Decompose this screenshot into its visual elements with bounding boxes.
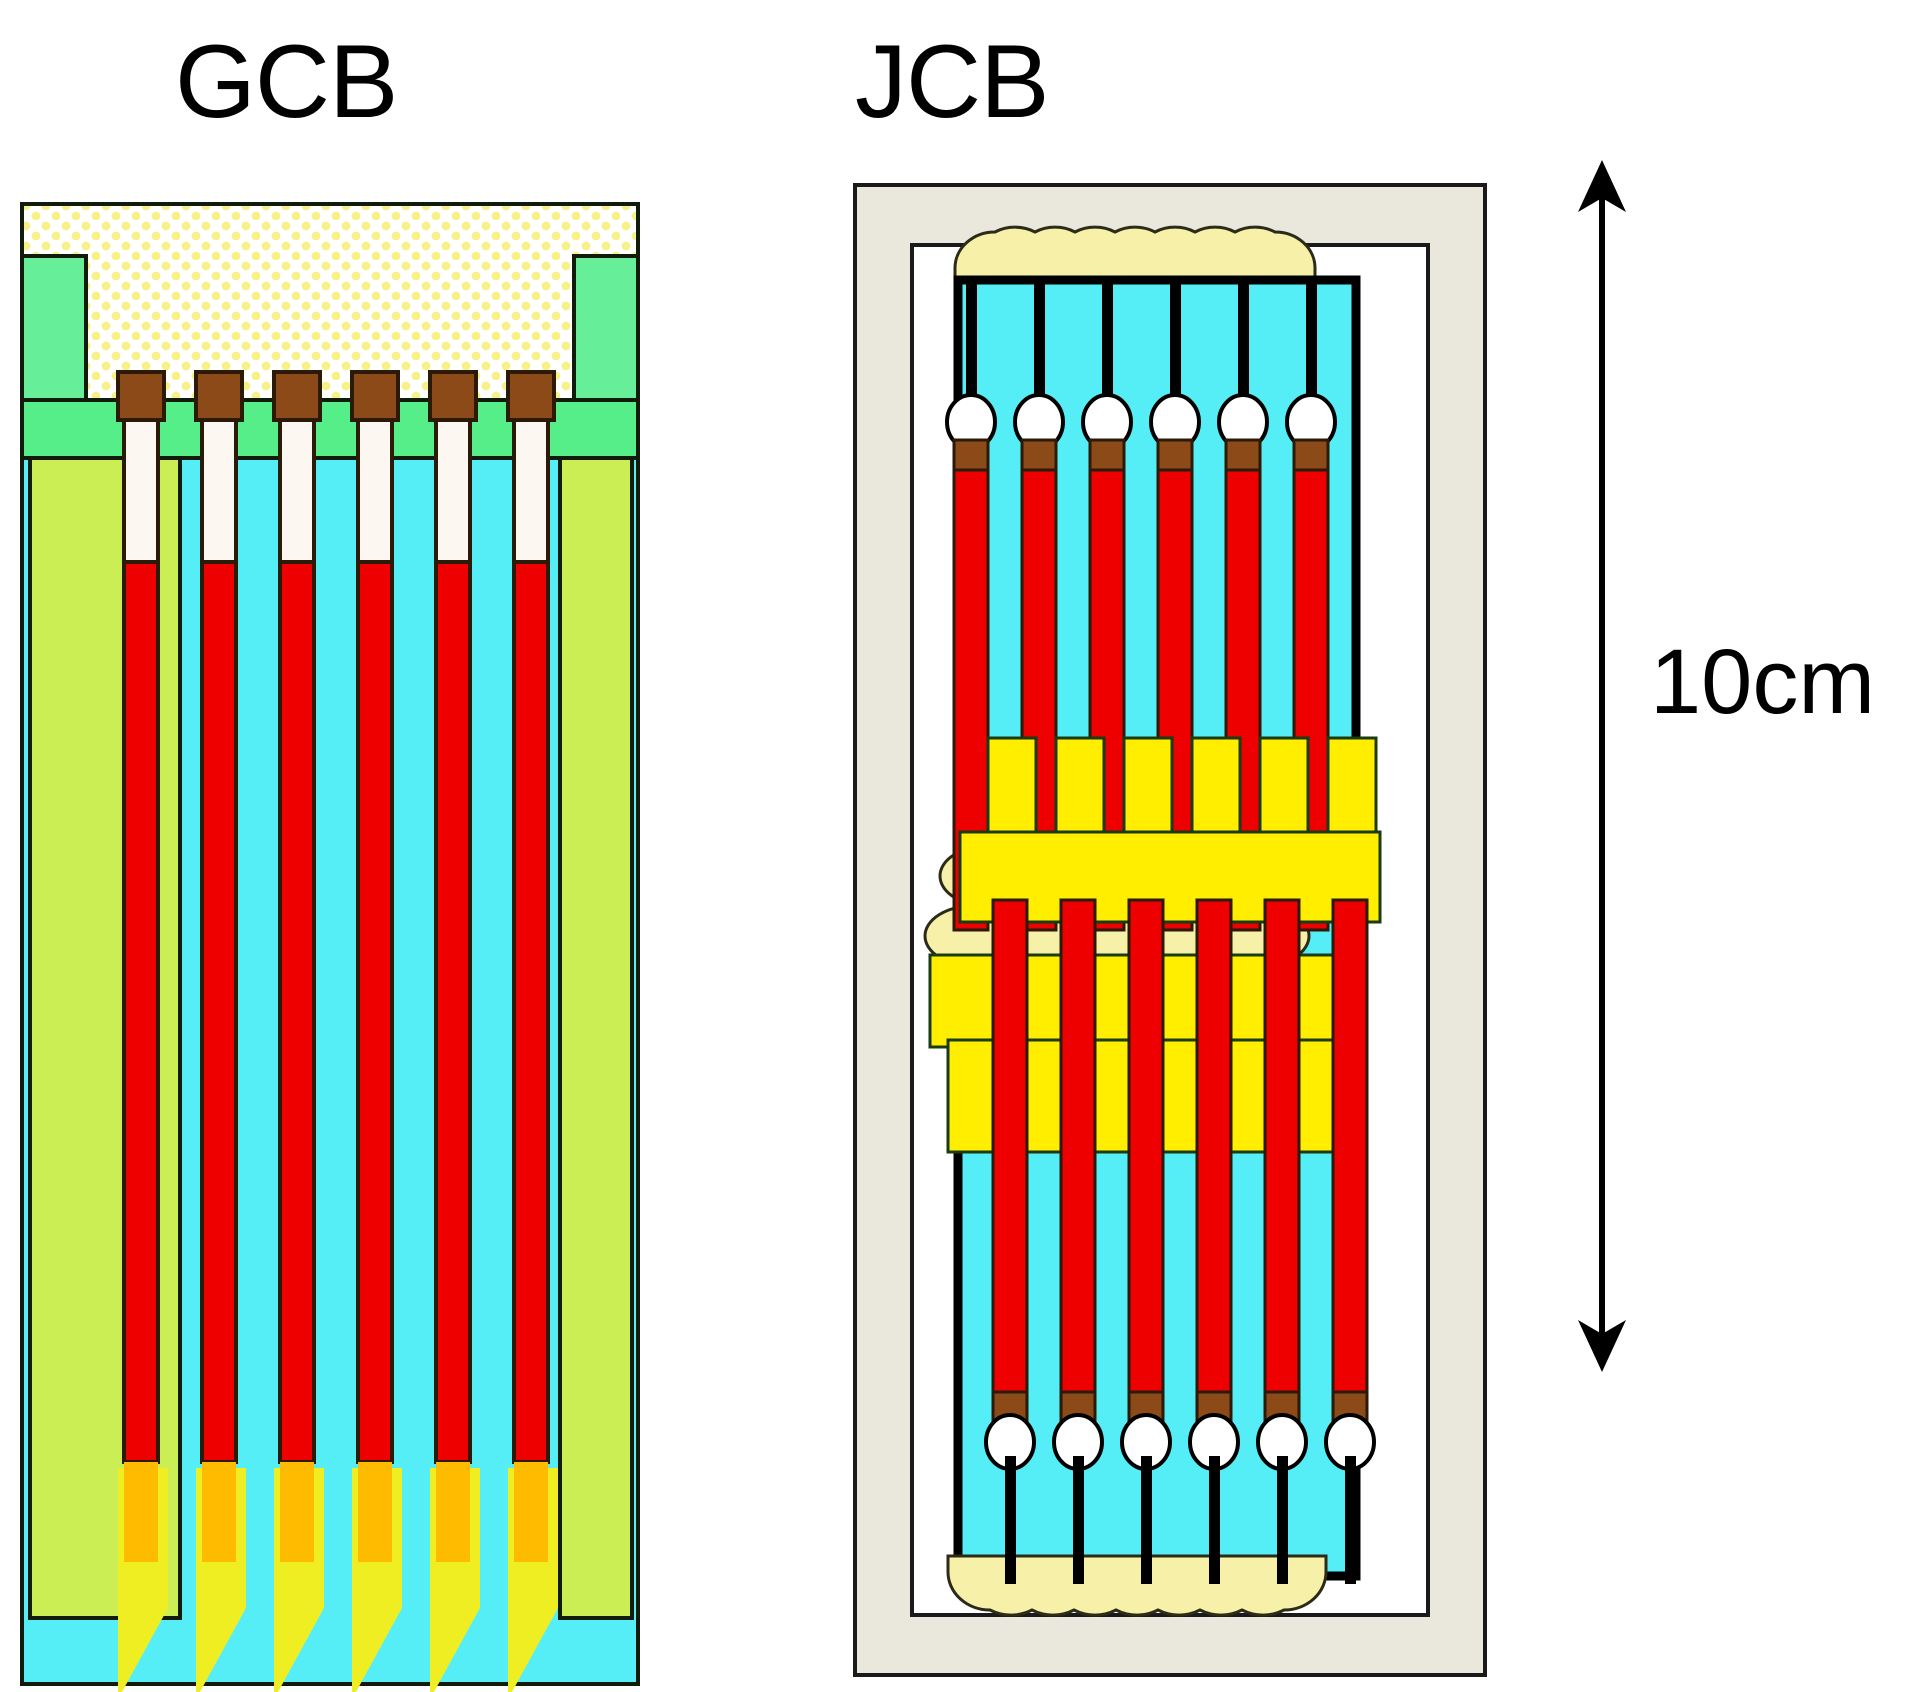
scale-bar-arrowhead-up <box>1578 160 1626 212</box>
gcb-panel-title: GCB <box>175 24 398 140</box>
gcb-needle <box>350 370 402 1692</box>
gcb-needle <box>272 370 324 1692</box>
jcb-black-wire <box>1306 282 1317 402</box>
jcb-black-wire <box>1005 1456 1016 1584</box>
gcb-red-rod <box>434 560 472 1464</box>
gcb-needle <box>506 370 558 1692</box>
jcb-bottom-scallop-cloud <box>946 1554 1328 1617</box>
jcb-needle <box>1324 898 1376 1584</box>
jcb-red-rod <box>1059 898 1097 1412</box>
jcb-black-wire <box>1345 1456 1356 1584</box>
gcb-red-rod <box>200 560 238 1464</box>
jcb-black-wire <box>1277 1456 1288 1584</box>
jcb-black-wire <box>1073 1456 1084 1584</box>
gcb-red-rod <box>356 560 394 1464</box>
gcb-yellow-green-right-rail <box>558 428 634 1620</box>
gcb-needle <box>116 370 168 1692</box>
jcb-needle <box>1188 898 1240 1584</box>
scale-bar-label: 10cm <box>1650 631 1875 733</box>
gcb-needle <box>194 370 246 1692</box>
jcb-black-wire <box>1170 282 1181 402</box>
jcb-red-rod <box>1195 898 1233 1412</box>
gcb-orange-tip <box>358 1462 392 1562</box>
gcb-orange-tip <box>436 1462 470 1562</box>
gcb-brown-cap <box>194 370 244 422</box>
jcb-yellow-wide-bar-upper <box>958 830 1382 924</box>
jcb-black-wire <box>1141 1456 1152 1584</box>
jcb-needle <box>1052 898 1104 1584</box>
scale-bar-arrowhead-down <box>1578 1320 1626 1372</box>
gcb-brown-cap <box>506 370 556 422</box>
jcb-needle <box>1256 898 1308 1584</box>
gcb-orange-tip <box>280 1462 314 1562</box>
jcb-black-wire <box>1238 282 1249 402</box>
gcb-red-rod <box>122 560 160 1464</box>
gcb-red-rod <box>512 560 550 1464</box>
jcb-black-wire <box>1209 1456 1220 1584</box>
gcb-orange-tip <box>124 1462 158 1562</box>
jcb-yellow-tab <box>946 1038 998 1154</box>
gcb-brown-cap <box>272 370 322 422</box>
jcb-panel <box>853 183 1487 1677</box>
jcb-panel-title: JCB <box>855 24 1049 140</box>
gcb-brown-cap <box>428 370 478 422</box>
jcb-red-rod <box>1127 898 1165 1412</box>
gcb-needle <box>428 370 480 1692</box>
gcb-red-rod <box>278 560 316 1464</box>
jcb-needle-group-bottom <box>984 898 1376 1584</box>
gcb-orange-tip <box>514 1462 548 1562</box>
jcb-needle <box>984 898 1036 1584</box>
gcb-orange-tip <box>202 1462 236 1562</box>
jcb-top-scallop-cloud <box>953 225 1317 288</box>
scale-bar <box>1578 160 1626 1372</box>
gcb-brown-cap <box>116 370 166 422</box>
gcb-needle-group <box>116 370 558 1692</box>
jcb-needle <box>1120 898 1172 1584</box>
jcb-black-wire-group-top <box>966 282 1317 402</box>
jcb-black-wire <box>966 282 977 402</box>
jcb-red-rod <box>1331 898 1369 1412</box>
jcb-red-rod <box>1263 898 1301 1412</box>
gcb-brown-cap <box>350 370 400 422</box>
jcb-black-wire <box>1034 282 1045 402</box>
jcb-black-wire <box>1102 282 1113 402</box>
jcb-red-rod <box>991 898 1029 1412</box>
gcb-panel <box>20 202 640 1692</box>
